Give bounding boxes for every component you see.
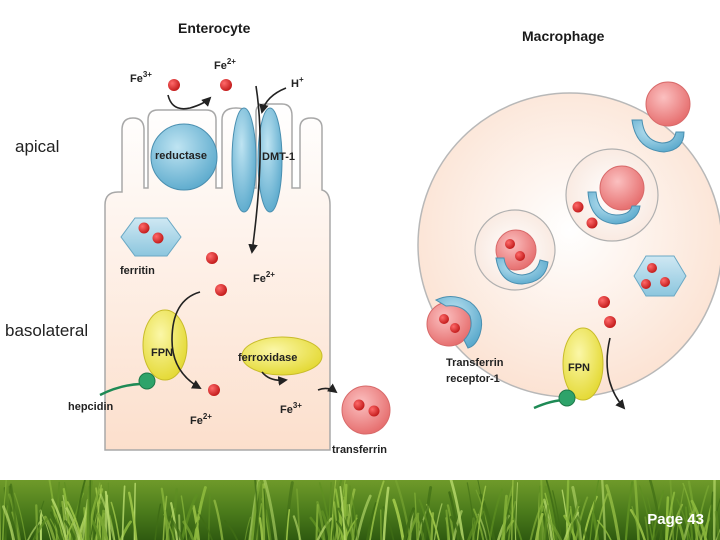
- ferritin-iron: [647, 263, 657, 273]
- hepcidin-molecule: [558, 389, 576, 407]
- transferrin-iron: [353, 399, 365, 411]
- released-iron: [586, 217, 598, 229]
- reductase-label: reductase: [155, 150, 207, 162]
- ferritin-iron: [152, 232, 164, 244]
- enterocyte-cell: [104, 103, 331, 451]
- iron-fe3-extracellular: [168, 79, 180, 91]
- to-transferrin-arrow: [317, 383, 338, 394]
- dmt1-label: DMT-1: [262, 151, 295, 163]
- transferrin-iron: [515, 251, 525, 261]
- iron-cytosol: [604, 316, 616, 328]
- reduction-arrow: [167, 94, 212, 110]
- transferrin-receptor-1: [434, 296, 483, 349]
- transferrin-receptor: [495, 257, 549, 285]
- released-iron: [572, 201, 584, 213]
- fe2-label-cytosol: Fe2+: [253, 270, 275, 285]
- transferrin-molecule: [495, 229, 537, 271]
- grass-footer-banner: [0, 480, 720, 540]
- fpn-export-arrow: [171, 291, 202, 389]
- hepcidin-label: hepcidin: [68, 401, 114, 413]
- fpn-label-macrophage: FPN: [568, 362, 590, 374]
- ferroxidase-label: ferroxidase: [238, 352, 297, 364]
- iron-fe2-extracellular: [220, 79, 232, 91]
- transferrin-molecule: [645, 81, 691, 127]
- ferritin-iron: [641, 279, 651, 289]
- reductase-protein: [150, 123, 218, 191]
- macrophage-title: Macrophage: [522, 28, 605, 44]
- transferrin-molecule: [599, 165, 645, 211]
- ferroxidase-protein: [241, 336, 323, 376]
- proton-arrow: [259, 87, 287, 114]
- fpn-label-enterocyte: FPN: [151, 347, 173, 359]
- transferrin-receptor-label-line1: Transferrin: [446, 357, 504, 369]
- transferrin-receptor: [631, 119, 685, 153]
- transferrin-receptor-label-line2: receptor-1: [446, 373, 500, 385]
- transferrin-receptor: [587, 191, 641, 225]
- iron-exported: [208, 384, 220, 396]
- ferroxidase-arrow: [261, 371, 288, 386]
- ferritin-iron: [660, 277, 670, 287]
- fe2-label-extracellular: Fe2+: [214, 57, 236, 72]
- fe3-label-exported: Fe3+: [280, 401, 302, 416]
- fe2-label-exported: Fe2+: [190, 412, 212, 427]
- fpn-macrophage-export-arrow: [606, 337, 626, 410]
- h-plus-label: H+: [291, 75, 304, 90]
- basolateral-label: basolateral: [5, 321, 88, 340]
- ferritin-hexagon: [120, 217, 182, 257]
- transferrin-iron: [439, 314, 449, 324]
- ferritin-iron: [138, 222, 150, 234]
- page-number: Page 43: [647, 511, 704, 528]
- apical-label: apical: [15, 137, 59, 156]
- dmt1-transport-arrow: [248, 85, 261, 254]
- iron-cytosol: [206, 252, 218, 264]
- dmt1-protein-left: [231, 107, 257, 213]
- iron-cytosol: [598, 296, 610, 308]
- transferrin-iron: [450, 323, 460, 333]
- dmt1-protein-right: [257, 107, 283, 213]
- fpn-macrophage: [562, 327, 604, 401]
- transferrin-molecule: [341, 385, 391, 435]
- iron-cytosol: [215, 284, 227, 296]
- hepcidin-molecule: [138, 372, 156, 390]
- transferrin-iron: [368, 405, 380, 417]
- fe3-label-extracellular: Fe3+: [130, 70, 152, 85]
- transferrin-label: transferrin: [332, 444, 387, 456]
- enterocyte-title: Enterocyte: [178, 20, 251, 36]
- ferritin-label: ferritin: [120, 265, 155, 277]
- transferrin-iron: [505, 239, 515, 249]
